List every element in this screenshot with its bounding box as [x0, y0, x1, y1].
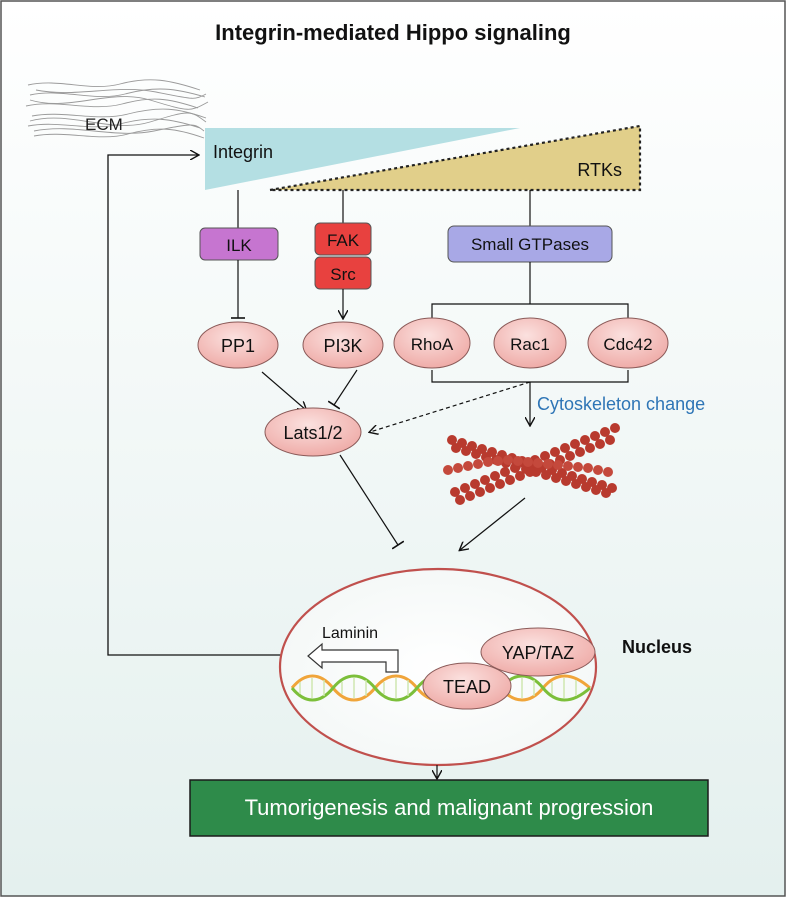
rac1-node — [493, 317, 567, 369]
arrow-pp1-lats — [261, 371, 306, 410]
yap-taz-label: YAP/TAZ — [502, 643, 574, 663]
outcome-label: Tumorigenesis and malignant progression — [245, 795, 654, 820]
small-gtpases-label: Small GTPases — [471, 235, 589, 254]
inhibit-pi3k-lats — [327, 369, 358, 410]
tead-node — [422, 662, 512, 710]
nucleus-label: Nucleus — [622, 637, 692, 657]
ecm-fibers — [25, 79, 209, 139]
src-label: Src — [330, 265, 356, 284]
diagram-title: Integrin-mediated Hippo signaling — [215, 20, 571, 45]
cdc42-node — [587, 317, 669, 369]
rhoa-node — [393, 317, 471, 369]
fak-label: FAK — [327, 231, 360, 250]
integrin-wedge — [205, 128, 520, 190]
laminin-label: Laminin — [322, 625, 378, 642]
feedback-line — [107, 155, 282, 656]
tead-label: TEAD — [443, 677, 491, 697]
ilk-node — [199, 227, 279, 261]
lats-node — [264, 407, 362, 457]
laminin-arrow — [307, 642, 399, 673]
gtpase-top-bracket — [431, 303, 629, 318]
ecm-label: ECM — [85, 115, 123, 134]
fak-node — [314, 222, 372, 256]
rtks-label: RTKs — [577, 160, 622, 180]
nucleus-ellipse — [278, 567, 598, 767]
rac1-label: Rac1 — [510, 335, 550, 354]
integrin-label: Integrin — [213, 142, 273, 162]
yap-taz-node — [480, 627, 596, 677]
cytoskeleton-change-label: Cytoskeleton change — [537, 394, 705, 414]
ilk-label: ILK — [226, 236, 252, 255]
outcome-box — [189, 779, 709, 837]
arrow-cytoskeleton-nucleus — [460, 497, 526, 550]
actin-filaments — [443, 423, 620, 505]
pi3k-label: PI3K — [323, 336, 362, 356]
pi3k-node — [302, 321, 384, 369]
inhibit-lats-nucleus — [339, 454, 405, 550]
rhoa-label: RhoA — [411, 335, 454, 354]
pp1-label: PP1 — [221, 336, 255, 356]
pp1-node — [197, 321, 279, 369]
lats-label: Lats1/2 — [283, 423, 342, 443]
rtks-wedge — [269, 124, 642, 192]
cdc42-label: Cdc42 — [603, 335, 652, 354]
